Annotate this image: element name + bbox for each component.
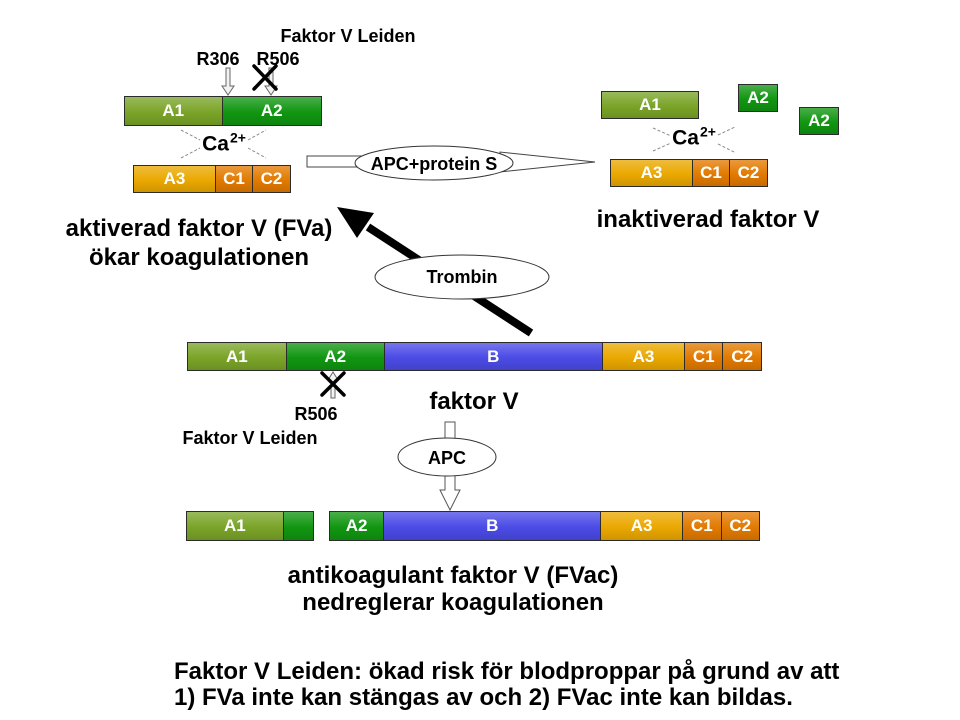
- fvac-caption-line2: nedreglerar koagulationen: [302, 589, 604, 616]
- factor-v-leiden-label: Faktor V Leiden: [182, 428, 318, 448]
- inactive-caption: inaktiverad faktor V: [596, 206, 820, 233]
- calcium-charge: 2+: [699, 123, 716, 140]
- apc-protein-s-ellipse: [354, 145, 514, 181]
- r506-label: R506: [256, 49, 300, 69]
- leiden-block-cross-bottom: [320, 371, 346, 397]
- domain-c1: C1: [214, 166, 252, 192]
- inactive-calcium-bridge-lines: [652, 126, 737, 154]
- fvac-fragment-2: A2 B A3 C1 C2: [329, 511, 760, 541]
- calcium-symbol: Ca: [202, 132, 229, 156]
- leiden-block-cross-top: [252, 64, 278, 91]
- trombin-label: Trombin: [426, 267, 498, 287]
- apc-protein-s-label: APC+protein S: [370, 154, 498, 174]
- fva-calcium-bridge-lines: [180, 129, 267, 159]
- domain-c2: C2: [251, 166, 290, 192]
- apc-label: APC: [427, 448, 467, 468]
- inactive-a2-fragment-2: A2: [799, 107, 839, 135]
- domain-c2: C2: [722, 343, 761, 370]
- inactive-a1-fragment: A1: [601, 91, 699, 119]
- domain-a2: A2: [739, 85, 777, 111]
- domain-a3: A3: [611, 160, 692, 186]
- apc-ellipse: [397, 437, 497, 477]
- footer-line2: 1) FVa inte kan stängas av och 2) FVac i…: [174, 684, 793, 711]
- domain-c2: C2: [720, 512, 759, 540]
- domain-c1: C1: [682, 512, 721, 540]
- footer-line1: Faktor V Leiden: ökad risk för blodpropp…: [174, 658, 840, 685]
- domain-a2: A2: [285, 343, 384, 370]
- domain-b: B: [383, 343, 602, 370]
- domain-a3: A3: [600, 512, 683, 540]
- fvac-caption-line1: antikoagulant faktor V (FVac): [287, 562, 619, 589]
- fva-leiden-label: Faktor V Leiden: [280, 26, 416, 46]
- fvac-fragment-1: A1: [186, 511, 314, 541]
- inactive-light-chain: A3 C1 C2: [610, 159, 768, 187]
- domain-a2: A2: [221, 97, 321, 125]
- trombin-ellipse: [374, 254, 550, 300]
- inactive-calcium-label: Ca2+: [672, 125, 716, 150]
- fva-calcium-label: Ca2+: [202, 131, 246, 156]
- domain-a1: A1: [602, 92, 698, 118]
- domain-b: B: [383, 512, 601, 540]
- domain-a1: A1: [188, 343, 286, 370]
- domain-c2: C2: [728, 160, 767, 186]
- r506-lower-label: R506: [294, 404, 338, 424]
- domain-a3: A3: [134, 166, 215, 192]
- domain-c1: C1: [683, 343, 723, 370]
- factor-v-chain: A1 A2 B A3 C1 C2: [187, 342, 762, 371]
- domain-c1: C1: [691, 160, 729, 186]
- domain-a1: A1: [125, 97, 222, 125]
- fva-caption-line2: ökar koagulationen: [88, 244, 310, 271]
- domain-a2: A2: [330, 512, 384, 540]
- inactive-a2-fragment-1: A2: [738, 84, 778, 112]
- fva-caption-line1: aktiverad faktor V (FVa): [65, 215, 333, 242]
- factor-v-caption: faktor V: [429, 388, 519, 415]
- r306-label: R306: [196, 49, 240, 69]
- domain-a2: A2: [800, 108, 838, 134]
- domain-a3: A3: [601, 343, 684, 370]
- fva-heavy-chain: A1 A2: [124, 96, 322, 126]
- calcium-symbol: Ca: [672, 126, 699, 150]
- activation-arrow-head: [337, 207, 374, 238]
- domain-a1: A1: [187, 512, 283, 540]
- domain-a2-stub: [282, 512, 313, 540]
- calcium-charge: 2+: [229, 129, 246, 146]
- fva-light-chain: A3 C1 C2: [133, 165, 291, 193]
- r306-site-arrow: [221, 67, 235, 96]
